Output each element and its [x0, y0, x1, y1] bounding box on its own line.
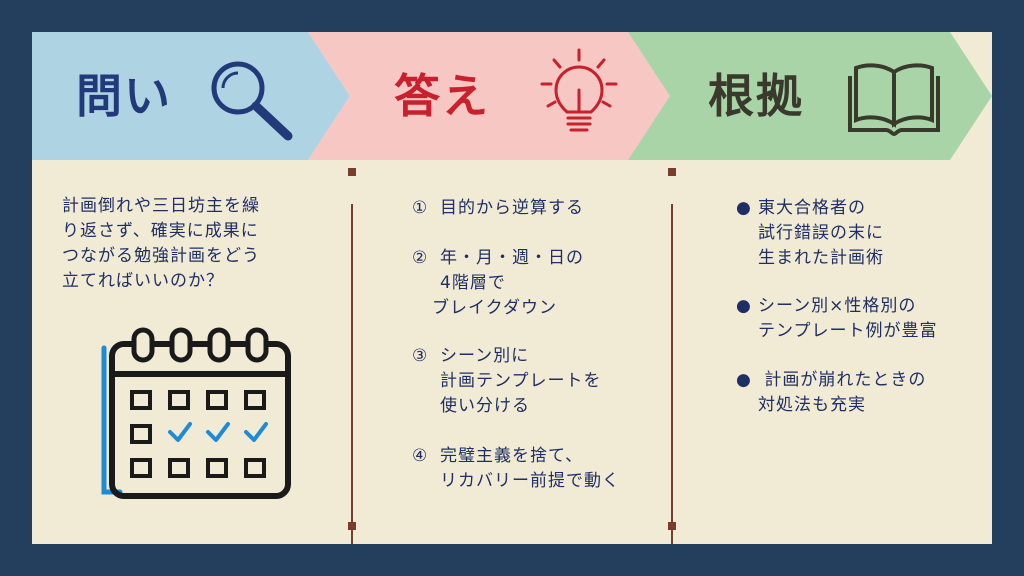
header-arrow-bands: [32, 32, 992, 160]
question-line: り返さず、確実に成果に: [62, 221, 259, 241]
reason-line: シーン別×性格別の: [758, 296, 917, 316]
basis-band: [628, 32, 992, 160]
reason-line: 試行錯誤の末に: [758, 223, 884, 243]
answer-number: ④: [412, 446, 429, 466]
column-divider: [351, 204, 353, 544]
bullet-icon: ●: [736, 370, 752, 390]
answer-number: ③: [412, 346, 429, 366]
question-line: 立てればいいのか？: [62, 271, 224, 291]
answer-line: 使い分ける: [440, 396, 530, 416]
column-divider: [671, 204, 673, 544]
divider-cap: [668, 168, 676, 176]
answer-line: 4階層で: [440, 273, 506, 293]
question-band: [32, 32, 350, 160]
answer-line: ブレイクダウン: [432, 298, 557, 318]
reason-line: テンプレート例が豊富: [758, 321, 938, 341]
question-text: 計画倒れや三日坊主を繰 り返さず、確実に成果に つながる勉強計画をどう 立てれば…: [62, 194, 352, 294]
answer-band: [308, 32, 670, 160]
magnifier-icon: [211, 61, 293, 141]
reason-item: ● 計画が崩れたときの 対処法も充実: [736, 368, 992, 418]
divider-cap: [348, 522, 356, 530]
answer-item: ② 年・月・週・日の 4階層で ブレイクダウン: [412, 246, 692, 321]
calendar-checklist-icon: [101, 327, 291, 499]
answer-line: リカバリー前提で動く: [440, 471, 620, 491]
answer-line: 年・月・週・日の: [440, 248, 584, 268]
divider-cap: [348, 168, 356, 176]
question-title: 問い: [76, 69, 172, 123]
reason-item: ● 東大合格者の 試行錯誤の末に 生まれた計画術: [736, 196, 992, 271]
answer-title: 答え: [394, 69, 490, 123]
question-line: 計画倒れや三日坊主を繰: [62, 196, 260, 216]
answer-line: 目的から逆算する: [440, 198, 584, 218]
answer-item: ① 目的から逆算する: [412, 196, 692, 221]
lightbulb-icon: [540, 48, 618, 132]
answer-item: ④ 完璧主義を捨て、 リカバリー前提で動く: [412, 444, 692, 494]
open-book-icon: [848, 63, 940, 136]
reason-item: ● シーン別×性格別の テンプレート例が豊富: [736, 294, 992, 344]
divider-cap: [668, 522, 676, 530]
infographic-panel: 問い 答え 根拠 計画倒れや三: [32, 32, 992, 544]
answer-line: シーン別に: [440, 346, 530, 366]
answer-line: 計画テンプレートを: [440, 371, 602, 391]
answer-line: 完璧主義を捨て、: [440, 446, 584, 466]
bullet-icon: ●: [736, 198, 752, 218]
bullet-icon: ●: [736, 296, 752, 316]
answer-number: ②: [412, 248, 429, 268]
reason-line: 生まれた計画術: [758, 248, 884, 268]
answer-item: ③ シーン別に 計画テンプレートを 使い分ける: [412, 344, 692, 419]
question-line: つながる勉強計画をどう: [62, 246, 260, 266]
reason-line: 東大合格者の: [758, 198, 866, 218]
reason-line: 対処法も充実: [758, 395, 866, 415]
basis-title: 根拠: [708, 69, 804, 123]
reason-line: 計画が崩れたときの: [758, 370, 927, 390]
answer-number: ①: [412, 198, 429, 218]
